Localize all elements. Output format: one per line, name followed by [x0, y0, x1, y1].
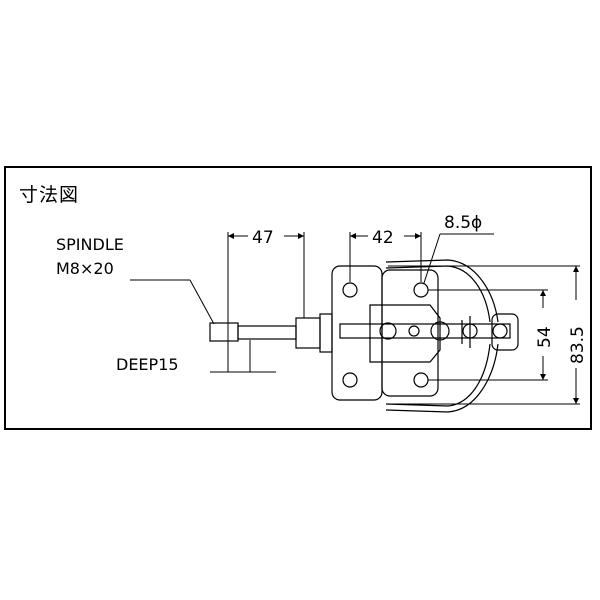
- dim-83-5-label: 83.5: [568, 326, 588, 364]
- plunger-rod: [237, 325, 297, 340]
- hole-leader: [423, 233, 441, 284]
- handle-knob: [491, 313, 519, 351]
- handle-arm-top-outer: [385, 259, 499, 323]
- mount-hole: [342, 282, 358, 298]
- pivot-pin: [430, 321, 450, 341]
- drawing-frame: [4, 166, 592, 430]
- mount-hole: [413, 282, 429, 298]
- spindle-tip: [209, 322, 239, 342]
- spindle-leader: [189, 279, 215, 325]
- drawing-title: 寸法図: [19, 184, 80, 206]
- thread-label: M8×20: [56, 259, 114, 278]
- dimension-arrows: [228, 233, 579, 404]
- link-bracket: [369, 304, 441, 363]
- dim-42-label: 42: [372, 228, 394, 248]
- link-bar: [339, 323, 511, 339]
- mount-hole: [413, 372, 429, 388]
- pivot-pin: [492, 323, 508, 339]
- dim-47-label: 47: [252, 228, 274, 248]
- deep-label: DEEP15: [116, 355, 179, 374]
- mount-hole: [342, 372, 358, 388]
- guide-boss: [319, 313, 333, 353]
- dim-54-label: 54: [535, 326, 555, 348]
- dimension-lines: [130, 232, 580, 405]
- clamp-body: [209, 259, 519, 413]
- base-plate-rear: [381, 269, 439, 397]
- dim-hole-label: 8.5ϕ: [444, 213, 482, 233]
- pivot-pin: [408, 325, 420, 337]
- guide-collar: [295, 317, 321, 349]
- pivot-pin: [379, 322, 397, 340]
- handle-arm-bottom: [385, 343, 491, 407]
- handle-arm-bottom-outer: [385, 343, 499, 413]
- spindle-label: SPINDLE: [56, 235, 124, 254]
